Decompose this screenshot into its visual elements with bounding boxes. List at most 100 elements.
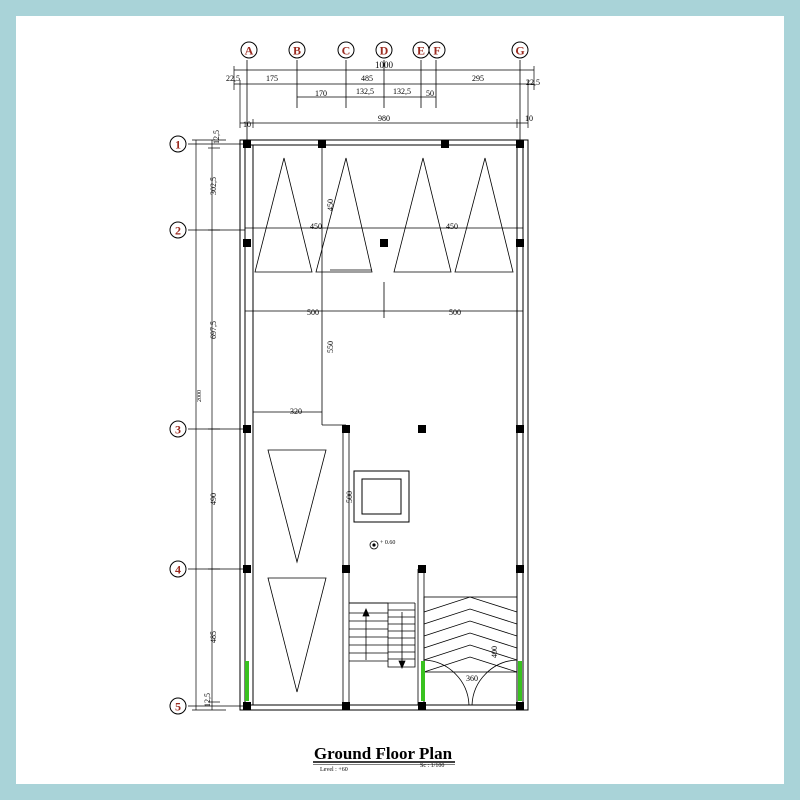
dim-top-edge: 12,5: [212, 130, 221, 144]
dim-span-left-2: 450: [310, 222, 322, 231]
grid-bubble-1: 1: [169, 135, 187, 153]
grid-bubble-5: 5: [169, 697, 187, 715]
svg-text:2: 2: [175, 224, 181, 238]
dim-e-f: 50: [426, 89, 434, 98]
triangle-symbol: [254, 157, 313, 273]
triangle-symbol: [315, 157, 373, 273]
triangle-symbol: [393, 157, 452, 273]
top-dimension-labels: 1000 22,5 175 485 295 22,5 170 132,5 132…: [226, 60, 540, 129]
triangle-symbols: [254, 157, 514, 693]
dim-r3-r4: 490: [209, 493, 218, 505]
grid-bubble-b: B: [288, 41, 306, 59]
door-jamb: [421, 661, 425, 701]
column-bubbles: A B C D E F G: [240, 41, 529, 59]
dim-horizontal-360: 360: [466, 674, 478, 683]
stair: [349, 602, 416, 670]
structural-columns: [243, 140, 524, 710]
triangle-symbol: [267, 449, 327, 564]
svg-text:1: 1: [175, 138, 181, 152]
dim-left-edge: 22,5: [226, 74, 240, 83]
ramp: [423, 596, 518, 673]
dim-vertical-450: 450: [326, 199, 335, 211]
svg-text:G: G: [515, 44, 524, 58]
row-grid: [188, 143, 245, 707]
dim-inner-right: 10: [525, 114, 533, 123]
dim-vertical-550: 550: [326, 341, 335, 353]
svg-text:E: E: [417, 44, 425, 58]
svg-text:F: F: [433, 44, 440, 58]
left-dimension-labels: 12,5 302,5 697,5 2000 490 485 12,5: [197, 130, 221, 707]
column: [342, 702, 350, 710]
dim-a-b: 175: [266, 74, 278, 83]
column: [342, 425, 350, 433]
svg-text:3: 3: [175, 423, 181, 437]
left-dimensions: [192, 139, 226, 711]
column: [243, 239, 251, 247]
drawing-title: Ground Floor Plan: [314, 744, 453, 763]
svg-text:B: B: [293, 44, 301, 58]
level-marker: + 0.60: [369, 540, 395, 550]
grid-bubble-e: E: [412, 41, 430, 59]
door-jamb: [518, 661, 522, 701]
dim-d-e: 132,5: [393, 87, 411, 96]
column: [441, 140, 449, 148]
dim-r2-r3: 697,5: [209, 321, 218, 339]
svg-text:5: 5: [175, 700, 181, 714]
drawing-scale: Sc : 1/100: [420, 763, 444, 769]
column: [380, 239, 388, 247]
dim-f-g: 295: [472, 74, 484, 83]
grid-bubble-2: 2: [169, 221, 187, 239]
title-block: Ground Floor Plan Level : +60 Sc : 1/100: [313, 744, 455, 773]
shaft: [353, 470, 410, 523]
column: [516, 140, 524, 148]
column: [243, 140, 251, 148]
dim-b-f: 485: [361, 74, 373, 83]
svg-text:4: 4: [175, 563, 181, 577]
grid-bubble-c: C: [337, 41, 355, 59]
triangle-symbol: [454, 157, 514, 273]
dim-span-right-2: 450: [446, 222, 458, 231]
dim-right-edge: 22,5: [526, 78, 540, 87]
grid-bubble-f: F: [428, 41, 446, 59]
grid-bubble-4: 4: [169, 560, 187, 578]
column: [516, 239, 524, 247]
dim-vertical-500: 500: [345, 491, 354, 503]
column: [516, 425, 524, 433]
drawing-level: Level : +60: [320, 767, 348, 773]
elevation-mark: + 0.60: [380, 540, 395, 546]
dim-inner-total: 980: [378, 114, 390, 123]
column: [243, 702, 251, 710]
grid-bubble-g: G: [511, 41, 529, 59]
dim-b-c: 170: [315, 89, 327, 98]
interior-dimension-labels: 450 450 450 500 500 550 320 500 400 360: [290, 199, 499, 683]
door-jamb: [245, 661, 249, 701]
grid-bubble-d: D: [375, 41, 393, 59]
dim-inner-left: 10: [243, 120, 251, 129]
column: [342, 565, 350, 573]
dim-vertical-400: 400: [490, 646, 499, 658]
dim-bottom-edge: 12,5: [203, 693, 212, 707]
door-jambs: [245, 661, 522, 701]
triangle-symbol: [267, 577, 327, 693]
grid-bubble-3: 3: [169, 420, 187, 438]
dim-span-right-500: 500: [449, 308, 461, 317]
column: [516, 565, 524, 573]
column: [418, 702, 426, 710]
dim-span-left-500: 500: [307, 308, 319, 317]
dim-r1-r2: 302,5: [209, 177, 218, 195]
top-dimensions: [233, 66, 535, 128]
column: [318, 140, 326, 148]
svg-text:C: C: [342, 44, 351, 58]
row-bubbles: 1 2 3 4 5: [169, 135, 187, 715]
outer-walls: [239, 139, 529, 711]
column: [418, 425, 426, 433]
dim-total-length: 2000: [197, 390, 203, 402]
svg-text:D: D: [380, 44, 389, 58]
dim-c-d: 132,5: [356, 87, 374, 96]
grid-bubble-a: A: [240, 41, 258, 59]
column-grid: [246, 60, 521, 140]
dim-total-width: 1000: [375, 60, 394, 70]
column: [243, 425, 251, 433]
dim-horizontal-320: 320: [290, 407, 302, 416]
